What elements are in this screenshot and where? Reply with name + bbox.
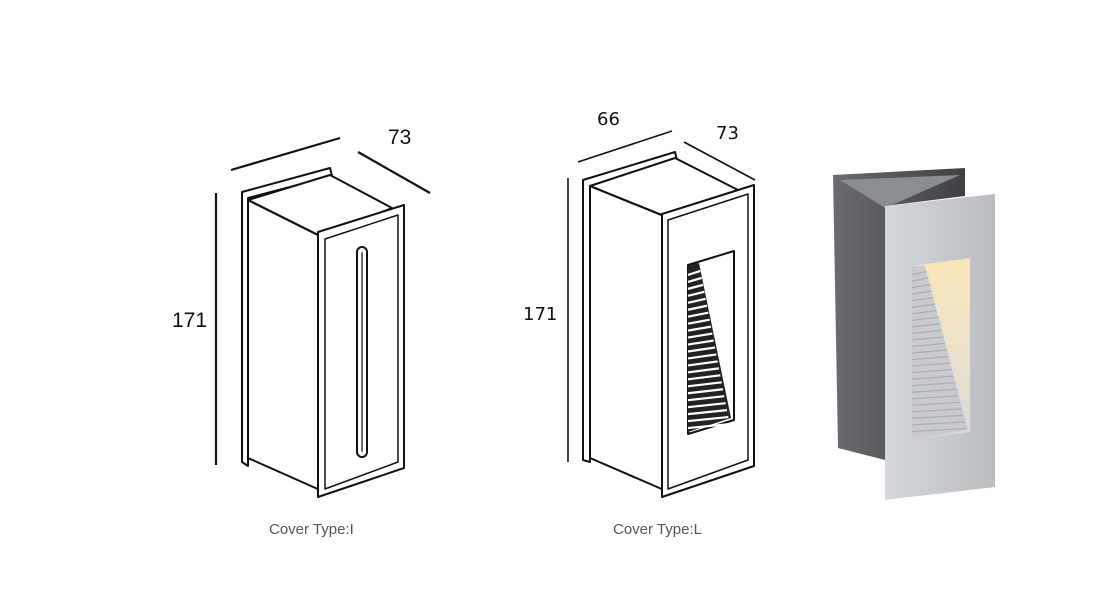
photo-louvre-slat (911, 323, 940, 328)
photo-louvre-slat (911, 388, 957, 393)
cover-type-l-drawing: 66 73 171 (523, 109, 756, 498)
louvre-slat (687, 422, 730, 430)
louvre-slat (687, 353, 717, 360)
louvre-slat (687, 276, 702, 283)
photo-louvre-slat (911, 369, 952, 374)
height-dimension-label: 171 (172, 309, 207, 332)
photo-louvre-slat (911, 290, 932, 295)
photo-louvre-slat (911, 284, 931, 289)
louvre-slat (687, 332, 713, 339)
louvre-slat (687, 409, 728, 416)
photo-louvre-slat (911, 329, 942, 334)
louvre-slat (687, 374, 721, 381)
louvre-slat (687, 318, 710, 325)
cover-type-i-drawing: 73 171 (172, 126, 431, 498)
louvre-slat (687, 381, 722, 388)
louvre-slat (687, 269, 701, 277)
height-dimension-label: 171 (523, 304, 557, 325)
photo-louvre-slat (911, 395, 959, 400)
louvre-slat (687, 297, 706, 304)
depth-dimension-line (577, 130, 673, 163)
photo-louvre-slat (911, 362, 950, 367)
width-dimension-label: 73 (716, 123, 739, 144)
photo-louvre-slat (911, 408, 962, 413)
photo-louvre-slat (911, 316, 939, 321)
louvre-slat (687, 304, 708, 311)
photo-louvre-slat (911, 277, 929, 282)
louvre-slat (687, 388, 724, 395)
louvre-slat (687, 283, 704, 290)
depth-dimension-line (357, 151, 431, 194)
photo-louvre-slat (911, 349, 947, 354)
louvre-slat (687, 346, 716, 353)
photo-louvre-slat (911, 414, 964, 419)
photo-louvre-slat (911, 401, 960, 406)
louvre-slat (687, 325, 712, 332)
photo-louvre-slat (911, 270, 927, 276)
depth-dimension-label: 66 (597, 109, 620, 130)
photo-louvre-slat (911, 297, 934, 302)
width-dimension-line (230, 136, 341, 172)
product-photo (833, 168, 995, 500)
photo-louvre-slat (911, 375, 954, 380)
photo-louvre-slat (911, 336, 944, 341)
photo-louvre-slat (911, 303, 936, 308)
louvre-slat (687, 290, 705, 297)
louvre-slat (687, 395, 725, 402)
width-dimension-label: 73 (388, 126, 411, 149)
photo-louvre-slat (911, 342, 945, 348)
photo-louvre-slat (911, 382, 955, 387)
louvre-slat (687, 415, 729, 423)
width-dimension-line (683, 141, 756, 181)
photo-louvre-slat (911, 427, 967, 433)
photo-louvre-slat (911, 355, 949, 361)
louvre-slat (687, 339, 714, 346)
caption-cover-type-l: Cover Type:L (613, 521, 702, 538)
caption-cover-type-i: Cover Type:I (269, 521, 354, 538)
louvre-slat (687, 360, 718, 367)
louvre-slat (687, 311, 709, 318)
photo-louvre-slat (911, 421, 965, 426)
photo-louvre-slat (911, 310, 937, 315)
back-flange (241, 167, 333, 467)
louvre-slat (687, 402, 726, 409)
louvre-slat (687, 367, 720, 374)
